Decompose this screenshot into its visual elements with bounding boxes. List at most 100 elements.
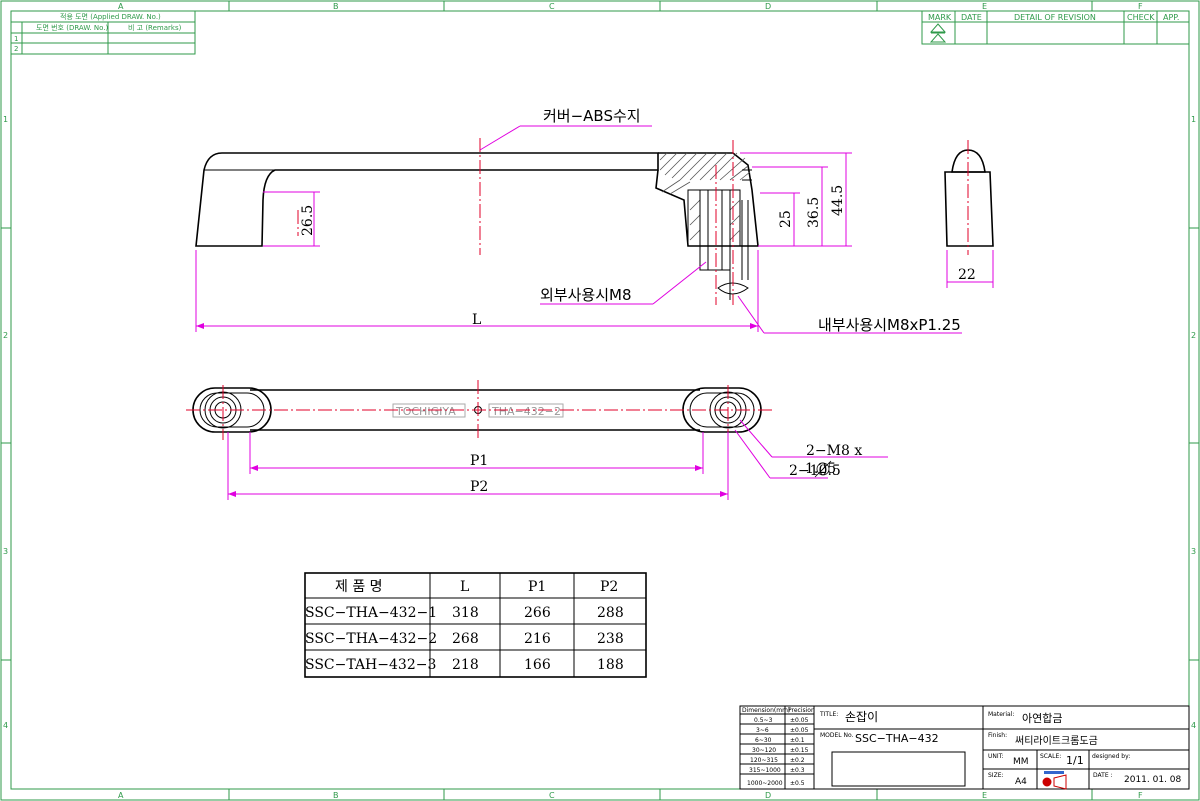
- tolerance-header-precision: Precision: [788, 707, 815, 714]
- tolerance-row7-range: 1000~2000: [747, 780, 783, 787]
- spec-row3-l: 218: [452, 657, 479, 673]
- dim-pitch-p2: P2: [470, 479, 488, 495]
- spec-row1-p2: 288: [597, 605, 624, 621]
- col-label-d: D: [765, 2, 771, 11]
- applied-drawing-col2: 비 고 (Remarks): [128, 23, 182, 32]
- dim-length-l: L: [472, 312, 481, 328]
- spec-row2-l: 268: [452, 631, 479, 647]
- tolerance-row6-value: ±0.3: [790, 767, 805, 774]
- dim-inner-height: 26.5: [300, 205, 316, 236]
- dim-25: 25: [778, 210, 794, 228]
- material-value: 아연합금: [1022, 712, 1062, 725]
- callout-hole: 2−10.5: [789, 463, 841, 479]
- row-label-4-right: 4: [1191, 721, 1196, 730]
- applied-drawing-row1: 1: [14, 35, 18, 43]
- tolerance-row5-value: ±0.2: [790, 757, 805, 764]
- date-label: DATE :: [1093, 772, 1113, 779]
- spec-header-p1: P1: [528, 579, 546, 595]
- spec-row3-name: SSC−TAH−432−3: [305, 657, 436, 673]
- scale-label: SCALE:: [1040, 753, 1061, 760]
- col-label-b: B: [333, 2, 339, 11]
- col-label-f-bottom: F: [1138, 791, 1143, 800]
- diameter-icon: [814, 460, 832, 478]
- tolerance-row3-range: 6~30: [755, 737, 772, 744]
- row-label-1: 1: [3, 115, 8, 124]
- col-label-a: A: [118, 2, 124, 11]
- row-label-2: 2: [3, 331, 8, 340]
- tolerance-row2-value: ±0.05: [790, 727, 809, 734]
- col-label-e: E: [982, 2, 987, 11]
- size-label: SIZE:: [988, 772, 1004, 779]
- top-view: TOCHIGIYA THA−432−2: [186, 380, 775, 440]
- col-label-c: C: [549, 2, 555, 11]
- top-dimensions: P1 P2 2−M8 x 1.25 2−10.5: [227, 419, 888, 500]
- designed-label: designed by:: [1092, 753, 1130, 760]
- screw-head-icon: [717, 282, 749, 295]
- dim-36-5: 36.5: [806, 197, 822, 228]
- tolerance-row7-value: ±0.5: [790, 780, 805, 787]
- front-dimensions: L 26.5 25 36.5 44.5 22: [195, 152, 994, 332]
- model-label: MODEL No.: [820, 732, 854, 739]
- spec-row1-p1: 266: [524, 605, 551, 621]
- col-label-b-bottom: B: [333, 791, 339, 800]
- engraving-right: THA−432−2: [491, 405, 561, 418]
- dim-pitch-p1: P1: [470, 453, 488, 469]
- unit-label: UNIT:: [988, 753, 1004, 760]
- title-block-blank-box: [831, 751, 966, 787]
- applied-drawing-title: 적용 도면 (Applied DRAW. No.): [60, 12, 161, 21]
- tolerance-row6-range: 315~1000: [749, 767, 781, 774]
- tolerance-row1-value: ±0.05: [790, 717, 809, 724]
- model-value: SSC−THA−432: [855, 732, 939, 745]
- title-value: 손잡이: [845, 710, 878, 724]
- spec-row3-p2: 188: [597, 657, 624, 673]
- spec-table: 제 품 명 L P1 P2 SSC−THA−432−1 318 266 288 …: [304, 572, 647, 678]
- row-label-2-right: 2: [1191, 331, 1196, 340]
- size-value: A4: [1015, 777, 1027, 787]
- unit-value: MM: [1013, 757, 1029, 767]
- applied-drawing-row2: 2: [14, 45, 18, 53]
- scale-value: 1/1: [1066, 754, 1084, 767]
- spec-row1-l: 318: [452, 605, 479, 621]
- spec-row3-p1: 166: [524, 657, 551, 673]
- revision-triangle-icon: [929, 23, 947, 43]
- revision-detail-header: DETAIL OF REVISION: [1014, 13, 1096, 22]
- callout-cover: 커버−ABS수지: [543, 107, 641, 125]
- tolerance-table: Dimension(mm) Precision 0.5~3 ±0.05 3~6 …: [739, 705, 815, 790]
- spec-header-l: L: [460, 579, 469, 595]
- tolerance-row2-range: 3~6: [756, 727, 769, 734]
- col-label-f: F: [1138, 2, 1143, 11]
- material-label: Material:: [988, 711, 1014, 718]
- spec-header-p2: P2: [600, 579, 618, 595]
- spec-row1-name: SSC−THA−432−1: [305, 605, 437, 621]
- finish-value: 써티라이트크롬도금: [1015, 735, 1098, 747]
- tolerance-header-dimension: Dimension(mm): [742, 707, 790, 714]
- spec-header-name: 제 품 명: [335, 579, 383, 595]
- row-label-4: 4: [3, 721, 8, 730]
- callouts: 커버−ABS수지 외부사용시M8 내부사용시M8xP1.25: [479, 107, 962, 334]
- revision-check-header: CHECK: [1127, 13, 1155, 22]
- applied-drawing-table: 적용 도면 (Applied DRAW. No.) 도면 번호 (DRAW. N…: [10, 10, 196, 55]
- section-hatch: [659, 152, 751, 241]
- spec-row2-p1: 216: [524, 631, 551, 647]
- tolerance-row4-range: 30~120: [752, 747, 776, 754]
- row-label-3-right: 3: [1191, 547, 1196, 556]
- callout-thread-a: 2−M8 x: [806, 443, 862, 459]
- revision-table: MARK DATE DETAIL OF REVISION CHECK APP.: [921, 10, 1190, 45]
- dim-width-22: 22: [958, 267, 976, 283]
- title-block: TITLE: 손잡이 MODEL No. SSC−THA−432 Materia…: [813, 705, 1190, 790]
- col-label-a-bottom: A: [118, 791, 124, 800]
- callout-external: 외부사용시M8: [540, 286, 632, 304]
- col-label-e-bottom: E: [982, 791, 987, 800]
- tolerance-row3-value: ±0.1: [790, 737, 805, 744]
- revision-mark-header: MARK: [928, 13, 952, 22]
- engraving-left: TOCHIGIYA: [395, 405, 456, 418]
- tolerance-row4-value: ±0.15: [790, 747, 809, 754]
- revision-app-header: APP.: [1163, 13, 1179, 22]
- title-label: TITLE:: [819, 711, 838, 718]
- applied-drawing-col1: 도면 번호 (DRAW. No.): [36, 23, 109, 32]
- finish-label: Finish:: [988, 732, 1007, 739]
- front-view: [195, 138, 759, 305]
- callout-thread-b: 1.25: [805, 461, 836, 477]
